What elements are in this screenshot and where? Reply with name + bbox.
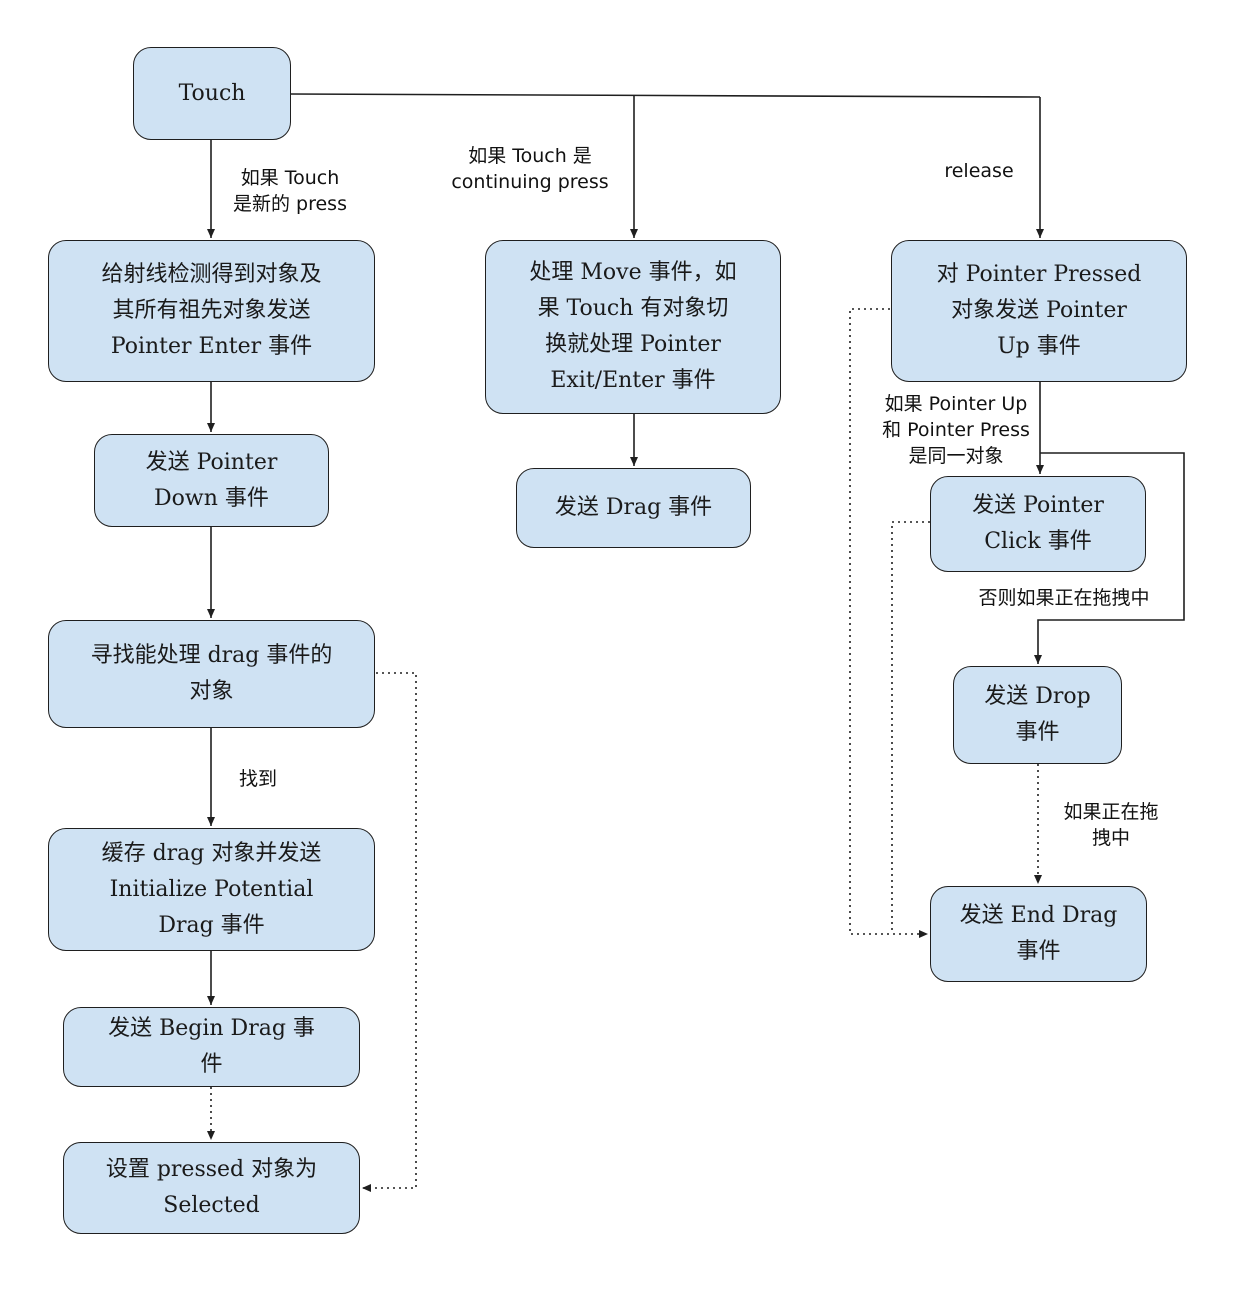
edge-click-to-enddrag-dotted bbox=[891, 521, 930, 934]
node-pointer-down: 发送 Pointer Down 事件 bbox=[94, 434, 329, 527]
node-pointer-up: 对 Pointer Pressed 对象发送 Pointer Up 事件 bbox=[891, 240, 1187, 382]
label-found: 找到 bbox=[238, 768, 277, 790]
edge-touch-branch bbox=[289, 93, 1041, 98]
label-new-press: 如果 Touch 是新的 press bbox=[233, 167, 347, 215]
edge-up-to-enddrag-dotted bbox=[849, 308, 928, 938]
node-end-drag: 发送 End Drag 事件 bbox=[930, 886, 1147, 982]
label-release: release bbox=[944, 160, 1014, 182]
node-pointer-click: 发送 Pointer Click 事件 bbox=[930, 476, 1146, 572]
node-drop: 发送 Drop 事件 bbox=[953, 666, 1122, 764]
node-touch: Touch bbox=[133, 47, 291, 140]
label-else-dragging: 否则如果正在拖拽中 bbox=[978, 587, 1150, 609]
label-continuing-press: 如果 Touch 是 continuing press bbox=[451, 145, 609, 193]
node-set-selected: 设置 pressed 对象为 Selected bbox=[63, 1142, 360, 1234]
node-move: 处理 Move 事件，如 果 Touch 有对象切 换就处理 Pointer E… bbox=[485, 240, 781, 414]
edge-up-else-to-drop bbox=[1034, 452, 1185, 664]
node-begin-drag: 发送 Begin Drag 事 件 bbox=[63, 1007, 360, 1087]
label-same-object: 如果 Pointer Up 和 Pointer Press 是同一对象 bbox=[882, 393, 1030, 467]
node-raycast-enter: 给射线检测得到对象及 其所有祖先对象发送 Pointer Enter 事件 bbox=[48, 240, 375, 382]
edge-find-to-selected-dotted bbox=[362, 672, 417, 1192]
node-init-drag: 缓存 drag 对象并发送 Initialize Potential Drag … bbox=[48, 828, 375, 951]
node-find-drag: 寻找能处理 drag 事件的 对象 bbox=[48, 620, 375, 728]
label-if-dragging: 如果正在拖 拽中 bbox=[1063, 801, 1159, 849]
node-drag: 发送 Drag 事件 bbox=[516, 468, 751, 548]
